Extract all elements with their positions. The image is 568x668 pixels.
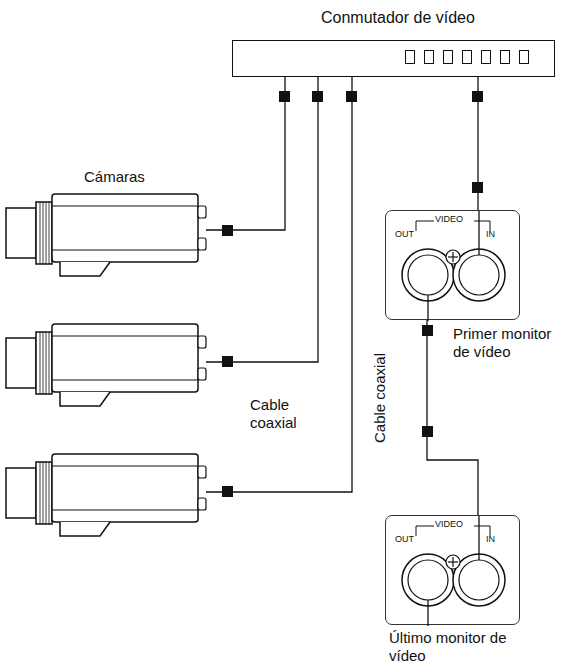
- cable-label: Cable coaxial: [371, 353, 389, 443]
- display-segment: [519, 50, 529, 64]
- monitor-jacks: [386, 211, 521, 321]
- jack-label: IN: [486, 229, 495, 240]
- device-caption: Primer monitor de vídeo: [453, 325, 553, 361]
- jack-label: OUT: [395, 229, 414, 240]
- coaxial-cable: [477, 77, 478, 210]
- group-label: Cámaras: [84, 168, 145, 186]
- jack-group-label: VIDEO: [435, 214, 463, 225]
- video-switcher: Conmutador de vídeo: [232, 40, 555, 77]
- video-monitor-panel: VIDEOOUTINÚltimo monitor de vídeo: [385, 515, 520, 625]
- device-caption: Último monitor de vídeo: [389, 629, 529, 665]
- jack-group-label: VIDEO: [435, 519, 463, 530]
- display-segment: [500, 50, 510, 64]
- monitor-jacks: [386, 516, 521, 626]
- display-segment: [405, 50, 415, 64]
- jack-label: OUT: [395, 534, 414, 545]
- display-segment: [481, 50, 491, 64]
- jack-label: IN: [486, 534, 495, 545]
- cable-label: Cable coaxial: [250, 396, 320, 432]
- display-segment: [462, 50, 472, 64]
- display-segment: [424, 50, 434, 64]
- video-monitor-panel: VIDEOOUTINPrimer monitor de vídeo: [385, 210, 520, 320]
- display-segment: [443, 50, 453, 64]
- device-title: Conmutador de vídeo: [321, 9, 475, 27]
